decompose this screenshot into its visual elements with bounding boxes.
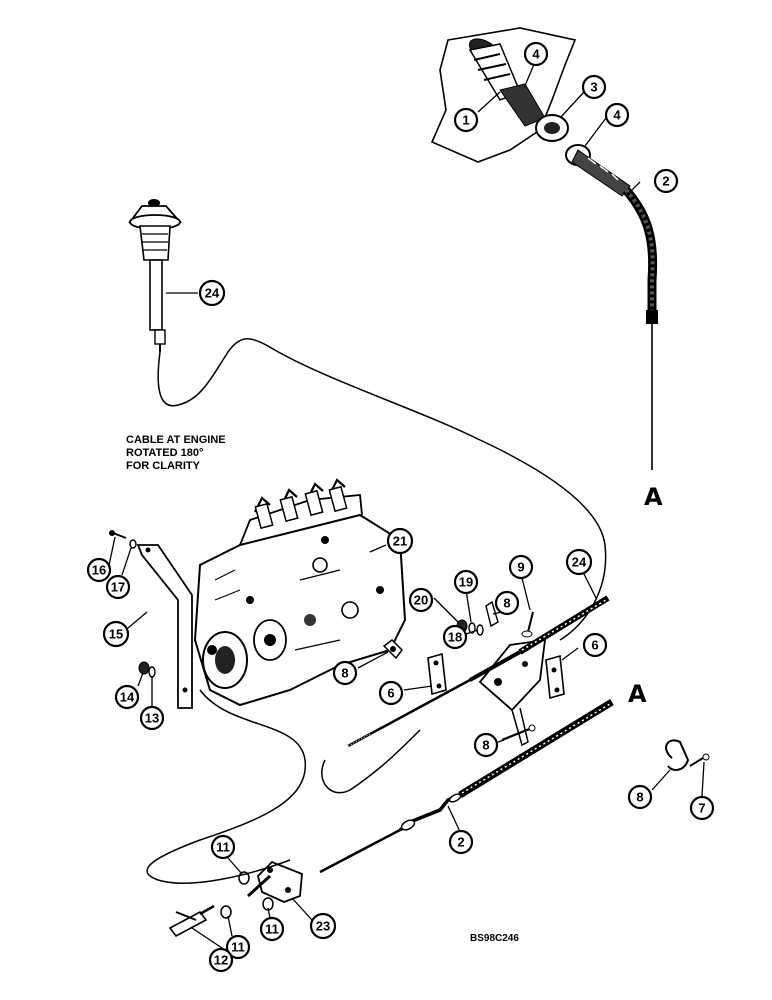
pin-8-upper xyxy=(485,600,499,628)
fuel-injection-pump xyxy=(193,478,407,707)
svg-text:3: 3 xyxy=(590,80,597,95)
callout-23: 23 xyxy=(309,912,337,940)
svg-text:16: 16 xyxy=(92,563,106,578)
callout-16: 16 xyxy=(86,557,112,583)
svg-text:11: 11 xyxy=(216,840,230,855)
svg-text:20: 20 xyxy=(414,593,428,608)
callout-4-lower: 4 xyxy=(604,102,630,128)
clip-8-upper xyxy=(382,639,403,660)
throttle-knob xyxy=(468,38,631,197)
svg-text:2: 2 xyxy=(457,835,464,850)
callout-11-left: 11 xyxy=(225,934,251,960)
callout-1: 1 xyxy=(453,107,479,133)
mounting-bracket xyxy=(136,544,193,709)
callout-7: 7 xyxy=(689,795,715,821)
callout-21: 21 xyxy=(386,527,414,555)
callout-8-left: 8 xyxy=(332,660,358,686)
section-marker-a-lower: A xyxy=(628,680,647,708)
svg-text:6: 6 xyxy=(591,638,598,653)
callout-6-right: 6 xyxy=(582,632,608,658)
callout-4-upper: 4 xyxy=(523,41,549,67)
note-line-3: FOR CLARITY xyxy=(126,460,201,472)
callout-13: 13 xyxy=(139,705,165,731)
lever-23 xyxy=(257,860,303,903)
svg-text:4: 4 xyxy=(613,108,621,123)
washer-13 xyxy=(148,666,156,678)
throttle-cable-upper xyxy=(622,187,658,470)
drawing-code: BS98C246 xyxy=(470,933,519,944)
svg-text:6: 6 xyxy=(387,686,394,701)
svg-text:9: 9 xyxy=(517,560,524,575)
svg-text:21: 21 xyxy=(393,534,407,549)
svg-text:18: 18 xyxy=(448,630,462,645)
svg-text:13: 13 xyxy=(145,711,159,726)
callout-18: 18 xyxy=(442,624,468,650)
washer-17 xyxy=(129,539,137,549)
stop-control-knob xyxy=(128,199,182,352)
svg-text:12: 12 xyxy=(214,953,228,968)
callout-11-right: 11 xyxy=(259,916,285,942)
svg-text:17: 17 xyxy=(111,580,125,595)
callout-20: 20 xyxy=(408,587,434,613)
stop-cable-24 xyxy=(347,595,610,748)
pin-8-lower xyxy=(501,724,536,742)
svg-text:15: 15 xyxy=(109,627,123,642)
throttle-cable-2 xyxy=(319,699,614,874)
svg-text:4: 4 xyxy=(532,47,540,62)
rotation-note: CABLE AT ENGINE ROTATED 180° FOR CLARITY xyxy=(126,434,226,472)
svg-text:1: 1 xyxy=(462,113,469,128)
bolt-9 xyxy=(521,611,534,638)
nut-14 xyxy=(138,661,150,675)
svg-text:23: 23 xyxy=(316,919,330,934)
svg-text:8: 8 xyxy=(482,738,489,753)
callout-2-lower: 2 xyxy=(448,829,474,855)
svg-text:14: 14 xyxy=(120,690,135,705)
svg-text:24: 24 xyxy=(205,286,220,301)
svg-text:24: 24 xyxy=(572,555,587,570)
callout-15: 15 xyxy=(102,620,130,648)
callout-12: 12 xyxy=(208,947,234,973)
support-bracket xyxy=(478,638,547,747)
callout-9: 9 xyxy=(508,554,534,580)
pin-12 xyxy=(168,904,215,938)
svg-text:8: 8 xyxy=(636,790,643,805)
stop-cable-run xyxy=(157,338,607,641)
clip-8-right xyxy=(665,739,690,771)
callout-17: 17 xyxy=(105,574,131,600)
svg-text:19: 19 xyxy=(459,575,473,590)
callout-24-upper: 24 xyxy=(198,279,226,307)
leader-lines xyxy=(107,61,705,949)
callout-8-upper-right: 8 xyxy=(494,590,520,616)
washer-19 xyxy=(468,622,476,634)
svg-text:11: 11 xyxy=(231,940,245,955)
injection-cable-run xyxy=(146,689,421,884)
svg-text:11: 11 xyxy=(265,922,279,937)
callout-8-lower: 8 xyxy=(473,732,499,758)
plate-6-right xyxy=(545,654,565,700)
callout-14: 14 xyxy=(114,684,140,710)
bolt-16 xyxy=(109,530,127,539)
svg-text:2: 2 xyxy=(662,174,669,189)
svg-text:8: 8 xyxy=(341,666,348,681)
section-marker-a-upper: A xyxy=(644,483,663,511)
callout-11-top: 11 xyxy=(210,834,236,860)
callout-19: 19 xyxy=(453,569,479,595)
callout-2-upper: 2 xyxy=(653,168,679,194)
plate-6-left xyxy=(427,652,447,696)
callout-8-right: 8 xyxy=(627,784,653,810)
svg-text:7: 7 xyxy=(698,801,705,816)
callout-3: 3 xyxy=(581,74,607,100)
note-line-1: CABLE AT ENGINE xyxy=(126,434,226,446)
stud-and-nuts xyxy=(220,871,274,919)
svg-text:8: 8 xyxy=(503,596,510,611)
callout-24-lower: 24 xyxy=(565,548,593,576)
note-line-2: ROTATED 180° xyxy=(126,447,203,459)
bolt-7 xyxy=(689,753,710,767)
callout-6-left: 6 xyxy=(378,680,404,706)
